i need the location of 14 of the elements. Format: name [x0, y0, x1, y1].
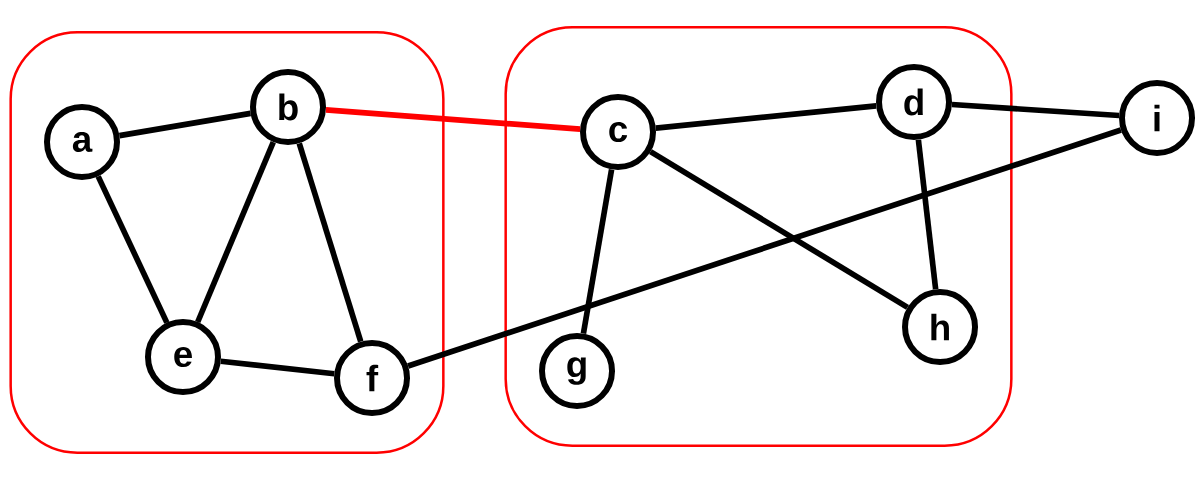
edge-line — [325, 107, 581, 132]
edge-line — [296, 142, 364, 343]
edge-line — [915, 139, 939, 290]
group-outline — [9, 31, 445, 454]
edge-line — [407, 127, 1122, 369]
edge-line — [95, 175, 170, 324]
edge-line — [195, 140, 276, 324]
edge-line — [220, 358, 335, 377]
group-outline — [504, 26, 1013, 447]
edge-line — [580, 168, 615, 335]
edge-line — [655, 103, 877, 131]
edge-line — [951, 101, 1120, 119]
edge-line — [649, 149, 909, 310]
edge-line — [119, 110, 252, 139]
